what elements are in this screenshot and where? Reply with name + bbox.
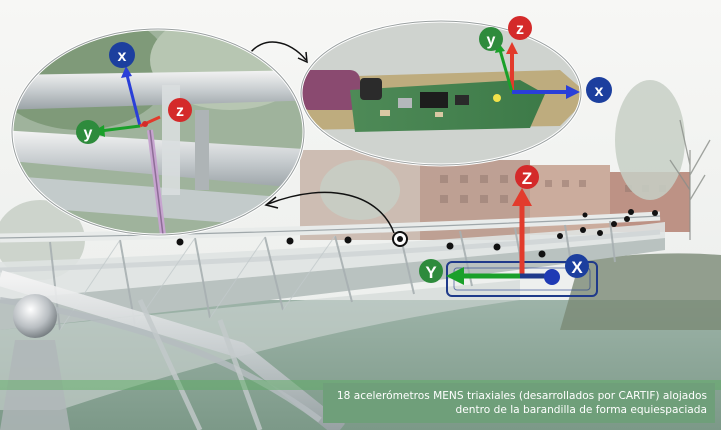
top-y-label: y	[487, 32, 496, 49]
sensor-dot	[580, 227, 586, 233]
left-x-badge	[109, 42, 135, 68]
sensor-dot	[611, 221, 617, 227]
railing-knob	[13, 294, 57, 338]
left-z-badge	[168, 98, 192, 122]
left-y-badge	[76, 120, 100, 144]
top-z-badge	[508, 16, 532, 40]
connector-arrows	[247, 41, 395, 234]
top-zoom-view: z y x	[299, 16, 612, 167]
sensor-dot	[652, 210, 658, 216]
highlighted-sensor-core	[397, 236, 403, 242]
x-axis-end	[544, 269, 560, 285]
left-y-label: y	[84, 125, 93, 142]
arrow-to-left-zoom	[267, 191, 395, 234]
top-z-label: z	[516, 21, 524, 38]
arrow-head-left	[264, 196, 279, 209]
arrow-head-top	[297, 51, 308, 64]
bridge-x-badge	[565, 254, 589, 278]
sensor-dot	[597, 230, 603, 236]
bridge-y-badge	[419, 259, 443, 283]
bridge-z-badge	[515, 165, 539, 189]
riverbank	[560, 253, 721, 330]
left-y-arrow	[99, 124, 141, 133]
sensor-dots	[176, 209, 658, 258]
left-x-arrow	[125, 74, 142, 127]
caption-line-1: 18 acelerómetros MENS triaxiales (desarr…	[336, 390, 707, 402]
top-y-badge	[479, 27, 503, 51]
sensor-dot	[493, 243, 501, 251]
left-z-label: z	[176, 103, 184, 120]
bridge-z-label: Z	[522, 169, 532, 188]
bridge-axes: Z Y X	[419, 165, 598, 297]
caption-line-2: dentro de la barandilla de forma equiesp…	[455, 404, 707, 416]
sensor-dot	[624, 216, 630, 222]
top-x-badge	[586, 77, 612, 103]
sensor-dot	[176, 238, 184, 246]
left-x-label: x	[118, 48, 127, 65]
left-zoom-view: x y z	[10, 27, 306, 237]
sensor-dot	[446, 242, 454, 250]
top-x-label: x	[595, 83, 604, 100]
sensor-dot	[557, 233, 563, 239]
bridge-x-label: X	[571, 258, 583, 277]
sensor-dot	[538, 250, 546, 258]
sensor-dot	[286, 237, 294, 245]
bridge-y-label: Y	[425, 263, 437, 282]
arrow-to-top-zoom	[247, 41, 307, 61]
sensor-dot	[628, 209, 634, 215]
caption-box: 18 acelerómetros MENS triaxiales (desarr…	[323, 383, 715, 423]
cable-connector	[301, 70, 360, 110]
sensor-dot	[344, 236, 352, 244]
top-y-arrow	[498, 49, 514, 93]
sensor-dot	[582, 212, 588, 218]
bare-tree	[669, 119, 711, 240]
